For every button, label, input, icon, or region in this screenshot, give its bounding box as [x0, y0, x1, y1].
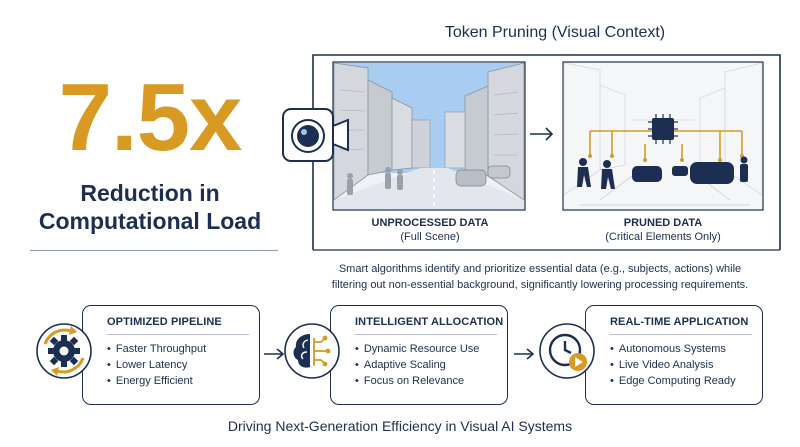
card-real-time-application: REAL-TIME APPLICATION Autonomous Systems…	[585, 305, 763, 405]
list-item: Lower Latency	[107, 357, 249, 373]
card-list: Dynamic Resource Use Adaptive Scaling Fo…	[355, 341, 497, 389]
list-item: Energy Efficient	[107, 373, 249, 389]
card-divider	[610, 334, 752, 335]
pruned-scene	[562, 61, 764, 211]
card-divider	[355, 334, 497, 335]
pruned-sublabel: (Critical Elements Only)	[605, 231, 721, 243]
card-title: INTELLIGENT ALLOCATION	[355, 316, 504, 328]
pruned-label: PRUNED DATA	[623, 217, 703, 229]
brain-circuit-icon	[284, 323, 340, 379]
transform-arrow	[530, 127, 554, 141]
camera-icon	[282, 108, 349, 162]
hero-stat-caption: Reduction in Computational Load	[20, 180, 280, 235]
list-item: Autonomous Systems	[610, 341, 752, 357]
card-divider	[107, 334, 249, 335]
card-title: REAL-TIME APPLICATION	[610, 316, 749, 328]
pruning-description: Smart algorithms identify and prioritize…	[300, 262, 780, 294]
list-item: Dynamic Resource Use	[355, 341, 497, 357]
card-optimized-pipeline: OPTIMIZED PIPELINE Faster Throughput Low…	[82, 305, 260, 405]
list-item: Edge Computing Ready	[610, 373, 752, 389]
list-item: Adaptive Scaling	[355, 357, 497, 373]
hero-divider	[30, 250, 278, 251]
list-item: Focus on Relevance	[355, 373, 497, 389]
description-line1: Smart algorithms identify and prioritize…	[338, 263, 742, 275]
unprocessed-sublabel: (Full Scene)	[400, 231, 460, 243]
card-list: Faster Throughput Lower Latency Energy E…	[107, 341, 249, 389]
card-list: Autonomous Systems Live Video Analysis E…	[610, 341, 752, 389]
gear-icon	[36, 323, 92, 379]
hero-stat-number: 7.5x	[58, 64, 243, 171]
pruning-section-title: Token Pruning (Visual Context)	[444, 24, 666, 41]
flow-arrow	[514, 348, 535, 360]
card-intelligent-allocation: INTELLIGENT ALLOCATION Dynamic Resource …	[330, 305, 508, 405]
unprocessed-scene	[332, 61, 526, 211]
hero-caption-line1: Reduction in	[80, 180, 220, 206]
description-line2: filtering out non-essential background, …	[331, 278, 749, 291]
card-title: OPTIMIZED PIPELINE	[107, 316, 222, 328]
list-item: Faster Throughput	[107, 341, 249, 357]
unprocessed-label: UNPROCESSED DATA	[371, 217, 489, 229]
clock-play-icon	[539, 323, 595, 379]
footer-tagline: Driving Next-Generation Efficiency in Vi…	[227, 418, 573, 434]
list-item: Live Video Analysis	[610, 357, 752, 373]
flow-arrow	[264, 348, 285, 360]
hero-caption-line2: Computational Load	[38, 207, 262, 234]
